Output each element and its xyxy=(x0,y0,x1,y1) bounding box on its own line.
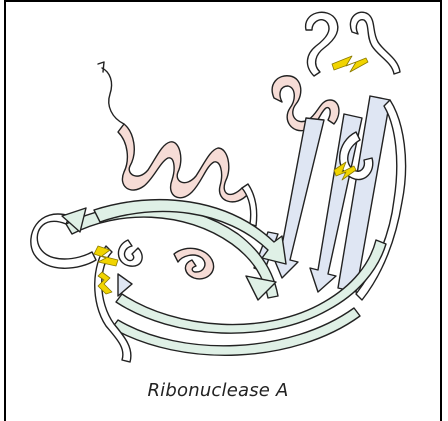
ribbon-diagram xyxy=(6,2,442,377)
left-helix-small xyxy=(174,248,214,279)
left-loop-inner xyxy=(118,240,142,266)
alpha-helix-1 xyxy=(118,124,248,202)
disulfide-bond-top xyxy=(332,56,368,72)
arrowhead-small xyxy=(118,274,132,296)
n-terminus-tip xyxy=(98,62,104,72)
figure-caption: Ribonuclease A xyxy=(0,380,448,401)
n-terminus-tail xyxy=(102,68,124,124)
caption-text: Ribonuclease A xyxy=(147,380,288,401)
